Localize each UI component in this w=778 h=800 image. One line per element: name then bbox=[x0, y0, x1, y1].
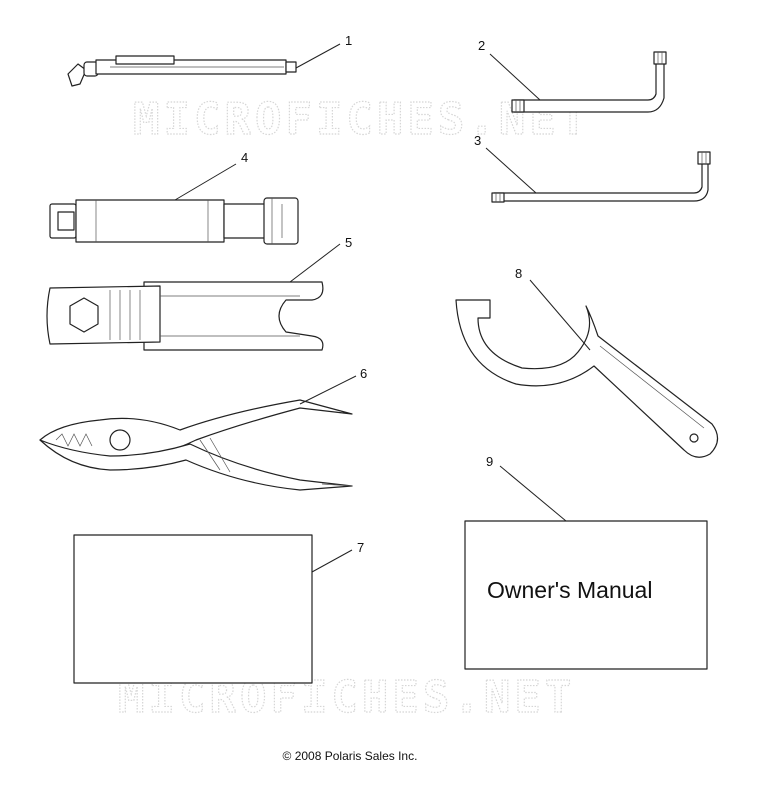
leader-3 bbox=[485, 147, 537, 194]
part-3-torx-key bbox=[491, 151, 711, 203]
callout-4: 4 bbox=[241, 150, 248, 165]
watermark-top: MICROFICHES.NET bbox=[133, 94, 590, 145]
leader-9 bbox=[499, 465, 567, 522]
part-7-booklet bbox=[73, 534, 313, 684]
callout-9: 9 bbox=[486, 454, 493, 469]
callout-2: 2 bbox=[478, 38, 485, 53]
part-9-owners-manual bbox=[464, 520, 708, 670]
callout-1: 1 bbox=[345, 33, 352, 48]
owners-manual-label: Owner's Manual bbox=[487, 577, 652, 603]
part-1-tire-gauge bbox=[67, 55, 297, 87]
part-8-spanner-wrench bbox=[455, 299, 719, 458]
leader-2 bbox=[489, 53, 541, 101]
callout-8: 8 bbox=[515, 266, 522, 281]
callout-7: 7 bbox=[357, 540, 364, 555]
leader-5 bbox=[289, 243, 341, 283]
copyright-notice: © 2008 Polaris Sales Inc. bbox=[282, 749, 418, 763]
callout-6: 6 bbox=[360, 366, 367, 381]
callout-3: 3 bbox=[474, 133, 481, 148]
part-6-pliers bbox=[39, 399, 353, 491]
part-2-torx-key bbox=[511, 51, 667, 113]
leader-4 bbox=[174, 163, 237, 201]
leader-8 bbox=[529, 279, 591, 351]
callout-5: 5 bbox=[345, 235, 352, 250]
leader-1 bbox=[295, 43, 341, 69]
leader-7 bbox=[311, 549, 353, 573]
part-5-clutch-tool bbox=[46, 281, 324, 351]
part-4-socket-wrench bbox=[49, 197, 299, 245]
leader-6 bbox=[299, 375, 357, 405]
